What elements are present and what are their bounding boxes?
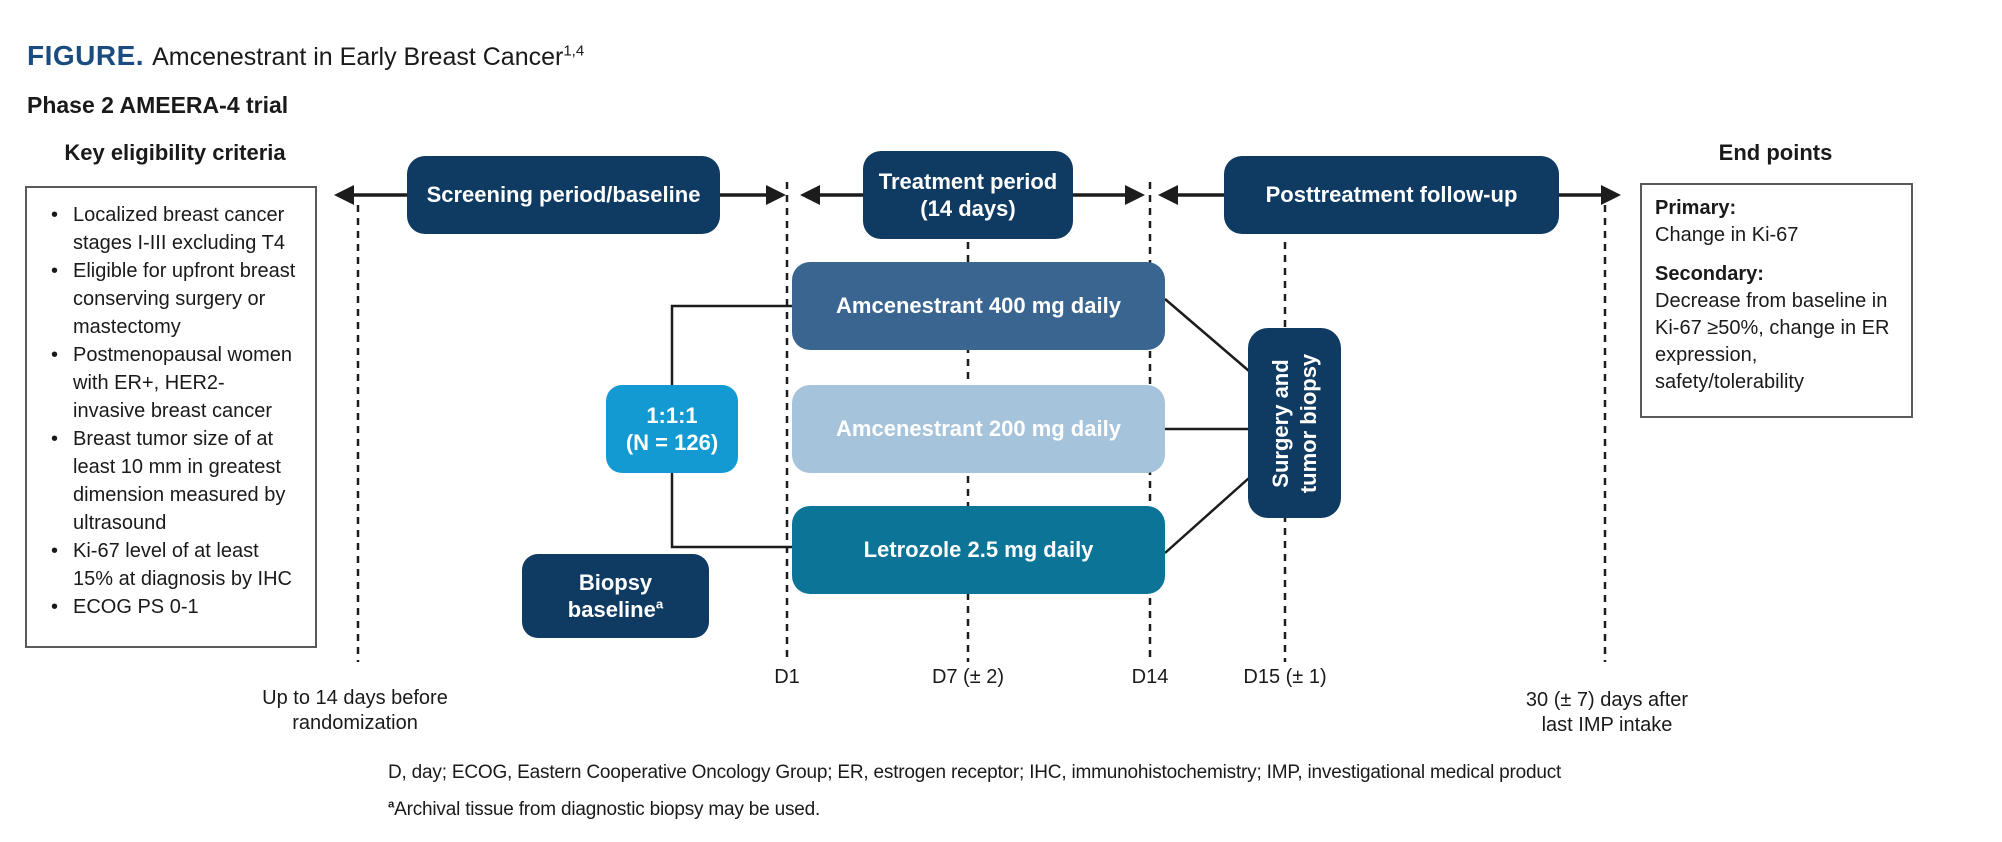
surgery-tumor-biopsy-box: Surgery and tumor biopsy — [1248, 328, 1341, 518]
figure-title-row: FIGURE.Amcenestrant in Early Breast Canc… — [27, 40, 584, 72]
tick-d15: D15 (± 1) — [1243, 666, 1327, 688]
eligibility-heading: Key eligibility criteria — [64, 140, 286, 165]
screening-period-box: Screening period/baseline — [407, 156, 720, 234]
figure-label: FIGURE. — [27, 40, 145, 71]
biopsy-baseline-box: Biopsy baselinea — [522, 554, 709, 638]
arm-amcenestrant-200-box: Amcenestrant 200 mg daily — [792, 385, 1165, 473]
arrowheads — [334, 185, 1621, 205]
endpoints-panel: Primary: Change in Ki-67 Secondary: Decr… — [1640, 183, 1913, 418]
endpoints-heading: End points — [1718, 140, 1833, 165]
figure-subtitle: Phase 2 AMEERA-4 trial — [27, 92, 289, 118]
eligibility-item: Postmenopausal women with ER+, HER2- inv… — [49, 341, 301, 425]
treatment-period-label: Treatment period (14 days) — [878, 168, 1058, 222]
randomization-box: 1:1:1 (N = 126) — [606, 385, 738, 473]
eligibility-item: Ki-67 level of at least 15% at diagnosis… — [49, 537, 301, 593]
eligibility-item: Breast tumor size of at least 10 mm in g… — [49, 425, 301, 537]
figure-title: Amcenestrant in Early Breast Cancer1,4 — [152, 42, 585, 71]
treatment-period-box: Treatment period (14 days) — [863, 151, 1073, 239]
tick-d14: D14 — [1131, 666, 1169, 688]
abbreviations-footnote: D, day; ECOG, Eastern Cooperative Oncolo… — [388, 762, 1562, 783]
tick-d1: D1 — [774, 666, 800, 688]
eligibility-item: ECOG PS 0-1 — [49, 593, 301, 621]
posttreatment-box: Posttreatment follow-up — [1224, 156, 1559, 234]
biopsy-footnote-marker: a — [655, 596, 664, 612]
eligibility-item: Eligible for upfront breast conserving s… — [49, 257, 301, 341]
randomization-label: 1:1:1 (N = 126) — [625, 402, 719, 456]
eligibility-list: Localized breast cancer stages I-III exc… — [41, 201, 301, 621]
tick-d7: D7 (± 2) — [931, 666, 1005, 688]
biopsy-baseline-label: Biopsy baselinea — [567, 569, 664, 623]
figure-title-references: 1,4 — [563, 42, 585, 60]
surgery-tumor-biopsy-label: Surgery and tumor biopsy — [1268, 353, 1321, 493]
eligibility-item: Localized breast cancer stages I-III exc… — [49, 201, 301, 257]
followup-duration-label: 30 (± 7) days after last IMP intake — [1525, 689, 1689, 736]
endpoints-secondary-label: Secondary: — [1655, 263, 1764, 285]
endpoints-primary-text: Change in Ki-67 — [1655, 224, 1799, 246]
screening-duration-label: Up to 14 days before randomization — [262, 687, 448, 734]
footnote-marker: a — [388, 798, 395, 811]
endpoints-secondary-text: Decrease from baseline in Ki-67 ≥50%, ch… — [1655, 290, 1890, 393]
arms-to-surgery-lines — [1164, 298, 1250, 554]
biopsy-footnote: aArchival tissue from diagnostic biopsy … — [388, 798, 821, 820]
endpoints-primary-label: Primary: — [1655, 197, 1737, 219]
arm-amcenestrant-400-box: Amcenestrant 400 mg daily — [792, 262, 1165, 350]
arm-letrozole-box: Letrozole 2.5 mg daily — [792, 506, 1165, 594]
eligibility-panel: Localized breast cancer stages I-III exc… — [25, 186, 317, 648]
